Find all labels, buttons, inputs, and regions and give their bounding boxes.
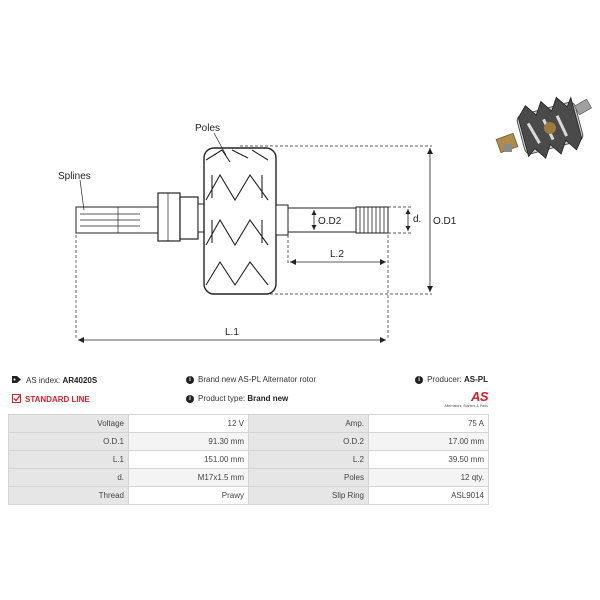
label-l1: L.1 bbox=[225, 327, 239, 338]
logo-mark: AS bbox=[470, 389, 489, 404]
spec-label: Poles bbox=[248, 468, 369, 487]
label-splines: Splines bbox=[58, 171, 91, 182]
info-icon: i bbox=[186, 394, 194, 403]
label-od1: O.D1 bbox=[433, 216, 457, 227]
spec-value: Prawy bbox=[128, 486, 249, 505]
standard-line: STANDARD LINE bbox=[12, 394, 90, 405]
slip-ring-shaft bbox=[287, 207, 357, 233]
as-index-label: AS index: bbox=[26, 376, 61, 385]
logo-tagline: Alternators, Starters & Parts bbox=[444, 404, 488, 408]
spec-value: 75 A bbox=[368, 414, 489, 433]
bearing-seat bbox=[157, 192, 181, 242]
description-text: Brand new AS-PL Alternator rotor bbox=[198, 375, 316, 384]
spec-label: Amp. bbox=[248, 414, 369, 433]
standard-line-label: STANDARD LINE bbox=[25, 395, 90, 404]
as-logo: AS Alternators, Starters & Parts bbox=[428, 389, 488, 408]
product-type-label: Product type: bbox=[198, 394, 246, 403]
spec-value: M17x1.5 mm bbox=[128, 468, 249, 487]
description: i Brand new AS-PL Alternator rotor bbox=[186, 375, 316, 384]
label-od2: O.D2 bbox=[318, 216, 342, 227]
label-d: d. bbox=[413, 214, 421, 225]
info-icon: i bbox=[415, 375, 424, 384]
claw-pole-body bbox=[203, 147, 277, 295]
product-type-value: Brand new bbox=[247, 394, 289, 403]
producer: i Producer: AS-PL bbox=[415, 375, 488, 384]
table-row: d. M17x1.5 mm Poles 12 qty. bbox=[8, 468, 489, 487]
table-row: Voltage 12 V Amp. 75 A bbox=[8, 414, 489, 433]
spec-label: Voltage bbox=[8, 414, 129, 433]
label-poles: Poles bbox=[195, 123, 220, 134]
label-l2: L.2 bbox=[330, 249, 344, 260]
product-type: i Product type: Brand new bbox=[186, 394, 288, 403]
product-photo bbox=[495, 96, 592, 159]
spec-label: Slip Ring bbox=[248, 486, 369, 505]
spec-value: 12 V bbox=[128, 414, 249, 433]
tag-icon bbox=[12, 375, 22, 386]
specs-table: Voltage 12 V Amp. 75 A O.D.1 91.30 mm O.… bbox=[8, 414, 489, 505]
table-row: O.D.1 91.30 mm O.D.2 17.00 mm bbox=[8, 432, 489, 451]
table-row: L.1 151.00 mm L.2 39.50 mm bbox=[8, 450, 489, 469]
spec-value: 12 qty. bbox=[368, 468, 489, 487]
spec-value: 39.50 mm bbox=[368, 450, 489, 469]
spec-label: O.D.1 bbox=[8, 432, 129, 451]
spec-label: O.D.2 bbox=[248, 432, 369, 451]
rotor-technical-drawing: Poles Splines O.D2 d. O.D1 L.2 L.1 bbox=[58, 123, 457, 343]
as-index-value: AR4020S bbox=[62, 376, 98, 385]
producer-value: AS-PL bbox=[464, 375, 488, 384]
spec-value: 151.00 mm bbox=[128, 450, 249, 469]
spec-label: L.2 bbox=[248, 450, 369, 469]
check-square-icon bbox=[12, 394, 21, 405]
spec-label: d. bbox=[8, 468, 129, 487]
table-row: Thread Prawy Slip Ring ASL9014 bbox=[8, 486, 489, 505]
spec-value: 17.00 mm bbox=[368, 432, 489, 451]
spec-value: ASL9014 bbox=[368, 486, 489, 505]
spec-value: 91.30 mm bbox=[128, 432, 249, 451]
info-icon: i bbox=[186, 375, 194, 384]
producer-label: Producer: bbox=[427, 375, 462, 384]
spec-label: L.1 bbox=[8, 450, 129, 469]
spec-label: Thread bbox=[8, 486, 129, 505]
as-index: AS index: AR4020S bbox=[12, 375, 97, 386]
